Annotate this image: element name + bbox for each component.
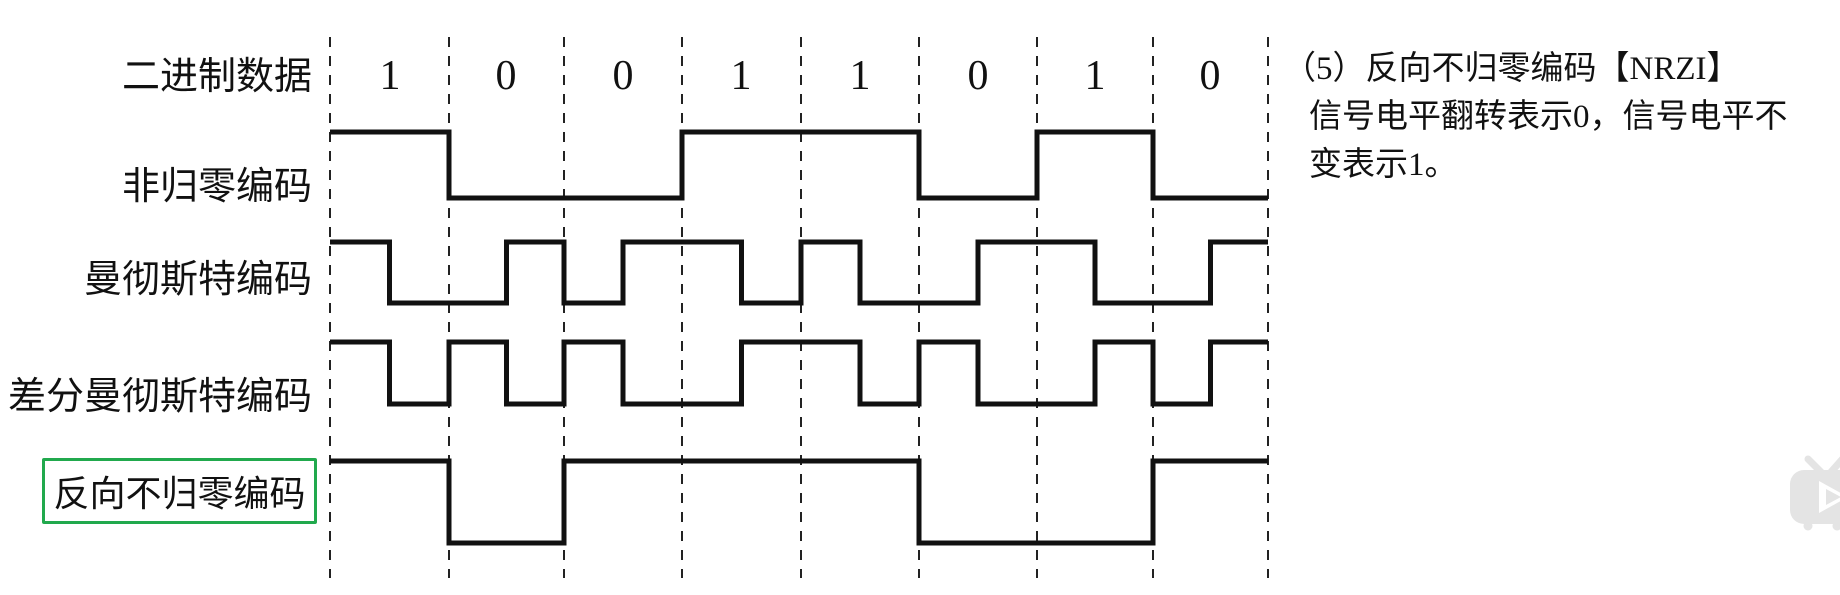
annotation-line-1: （5）反向不归零编码【NRZI】	[1283, 51, 1740, 87]
waveform-nrz	[330, 129, 1268, 201]
tv-antenna-left	[1804, 455, 1825, 476]
row-label-manchester: 曼彻斯特编码	[83, 259, 312, 301]
bit-value: 0	[612, 53, 634, 99]
bit-value: 0	[495, 53, 517, 99]
tv-foot-right	[1832, 521, 1840, 531]
annotation-line-2: 信号电平翻转表示0，信号电平不	[1309, 99, 1788, 135]
waveform-diff-manchester	[330, 339, 1268, 407]
nrzi-highlight-box: 反向不归零编码	[42, 458, 317, 524]
nrzi-annotation: （5）反向不归零编码【NRZI】 信号电平翻转表示0，信号电平不 变表示1。	[1283, 45, 1840, 189]
bit-value: 1	[379, 53, 401, 99]
row-label-nrzi: 反向不归零编码	[53, 474, 306, 514]
bit-value: 1	[730, 53, 752, 99]
row-label-binary-data: 二进制数据	[121, 56, 312, 98]
row-label-nrz: 非归零编码	[121, 166, 312, 208]
bit-value: 0	[967, 53, 989, 99]
bit-value: 0	[1199, 53, 1221, 99]
waveform-nrzi	[330, 458, 1268, 546]
waveform-manchester	[330, 239, 1268, 306]
tv-antenna-right	[1827, 456, 1840, 476]
tv-play-icon[interactable]	[1785, 452, 1840, 534]
tv-body	[1790, 470, 1840, 524]
play-triangle-inner	[1826, 489, 1840, 505]
annotation-line-3: 变表示1。	[1309, 147, 1458, 183]
tv-foot-left	[1803, 521, 1813, 531]
bit-value: 1	[849, 53, 871, 99]
row-label-diff-manchester: 差分曼彻斯特编码	[7, 376, 312, 418]
bit-value: 1	[1084, 53, 1106, 99]
